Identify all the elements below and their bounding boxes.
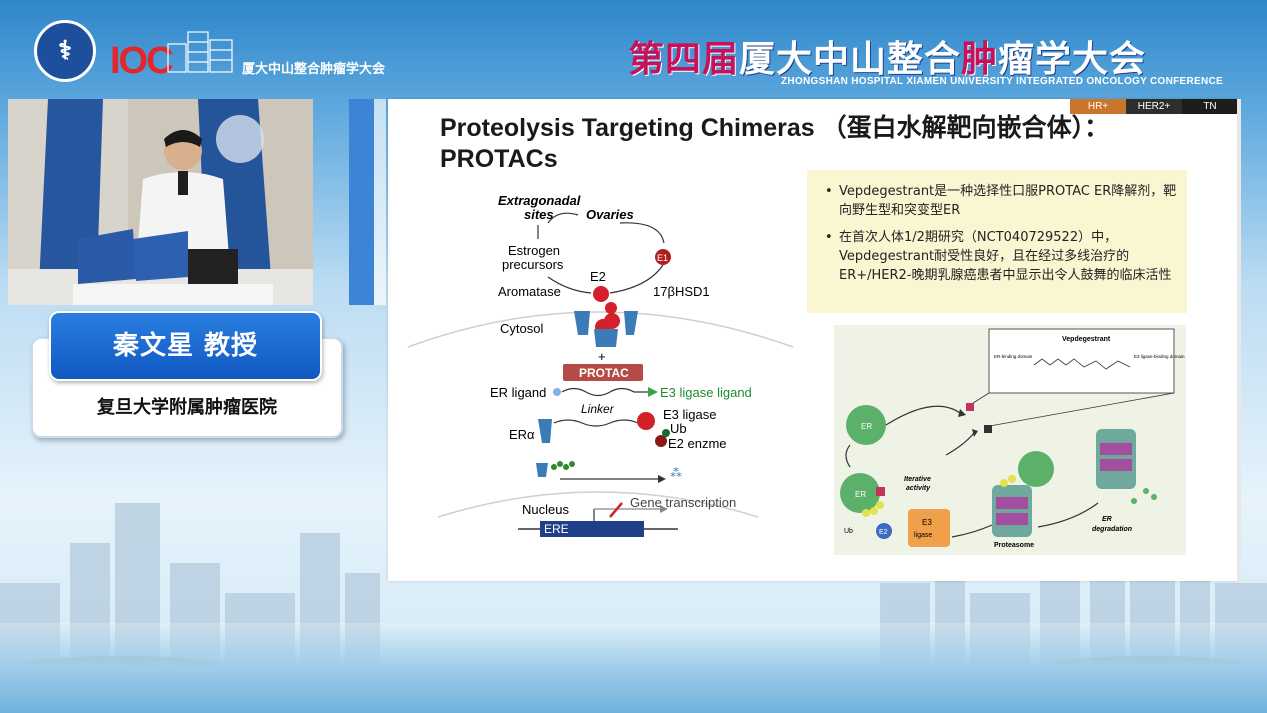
speaker-video — [8, 99, 313, 305]
e1-molecule — [655, 249, 671, 265]
label-extragonadal: Extragonadal — [498, 193, 581, 208]
video-side-panel — [349, 99, 374, 305]
label-proteasome: Proteasome — [994, 542, 1034, 549]
presentation-slide: HR+ HER2+ TN Proteolysis Targeting Chime… — [388, 99, 1238, 581]
label-er-top: ER — [861, 422, 872, 431]
e3-ligase-molecule — [637, 412, 655, 430]
protac-molecule-icon — [966, 403, 974, 411]
e2-icon — [876, 523, 892, 539]
label-er-degradation-1: ER — [1102, 516, 1112, 523]
conference-title-main: 厦大中山整合 — [739, 38, 962, 80]
ioc-logo: IOC — [110, 40, 174, 82]
label-ere: ERE — [544, 522, 569, 536]
label-iterative: Iterative — [904, 476, 931, 483]
bullet-item: Vepdegestrant是一种选择性口服PROTAC ER降解剂，靶向野生型和… — [817, 182, 1177, 220]
ere-box — [540, 521, 644, 537]
proteasome-icon — [992, 475, 1032, 537]
label-aromatase: Aromatase — [498, 284, 561, 299]
protac-mechanism-diagram: Extragonadal sites Ovaries Estrogen prec… — [407, 193, 794, 537]
label-estrogen: Estrogen — [508, 243, 560, 258]
label-e1: E1 — [657, 253, 668, 263]
summary-bullets: Vepdegestrant是一种选择性口服PROTAC ER降解剂，靶向野生型和… — [807, 170, 1187, 313]
sea-background — [0, 623, 1267, 713]
label-gene-transcription: Gene transcription — [630, 495, 736, 510]
label-ub: Ub — [844, 528, 853, 535]
er-degradation-diagram: Vepdegestrant ER-binding domain E3 ligas… — [834, 325, 1186, 555]
hospital-building-icon — [167, 31, 233, 73]
tag-her2-positive: HER2+ — [1126, 99, 1182, 114]
speaker-name: 秦文星 教授 — [49, 311, 322, 381]
label-e3-right: E3 — [922, 518, 932, 527]
label-er-ligand: ER ligand — [490, 385, 546, 400]
subtype-tags: HR+ HER2+ TN — [1070, 99, 1238, 114]
slide-title: Proteolysis Targeting Chimeras （蛋白水解靶向嵌合… — [440, 113, 1200, 175]
hospital-name: 厦大中山整合肿瘤学大会 — [242, 62, 386, 77]
label-nucleus: Nucleus — [522, 502, 569, 517]
label-precursors: precursors — [502, 257, 564, 272]
label-er-bound: ER — [855, 490, 866, 499]
label-er-binding-domain: ER-binding domain — [994, 354, 1033, 359]
label-e2-enzyme: E2 enzme — [668, 436, 727, 451]
e3-ligase-block — [908, 509, 950, 547]
label-e3-ligase-ligand: E3 ligase ligand — [660, 385, 752, 400]
speaker-video-frame — [8, 99, 313, 305]
er-receptor-shape — [574, 311, 590, 335]
conference-subtitle: ZHONGSHAN HOSPITAL XIAMEN UNIVERSITY INT… — [781, 76, 1223, 87]
vepdegestrant-structure-box — [988, 328, 1175, 394]
university-emblem-icon: ⚕ — [34, 20, 96, 82]
label-vepdegestrant: Vepdegestrant — [1062, 336, 1111, 343]
slide-scroll-edge — [1237, 99, 1241, 581]
video-side-panel-edge — [374, 99, 386, 305]
conference-header: ⚕ IOC 厦大中山整合肿瘤学大会 第四届厦大中山整合肿瘤学大会 ZHONGSH… — [0, 0, 1267, 96]
slide-title-line1: Proteolysis Targeting Chimeras （蛋白水解靶向嵌合… — [440, 114, 1110, 142]
label-ligase-right: ligase — [914, 532, 932, 539]
tag-hr-positive: HR+ — [1070, 99, 1126, 114]
label-sites: sites — [524, 207, 554, 222]
conference-title-accent: 肿 — [961, 38, 999, 80]
label-17bhsd1: 17βHSD1 — [653, 284, 710, 299]
svg-text:⁂: ⁂ — [670, 466, 682, 480]
label-cytosol: Cytosol — [500, 321, 543, 336]
label-protac: PROTAC — [579, 366, 629, 380]
label-activity: activity — [906, 485, 931, 492]
speaker-affiliation: 复旦大学附属肿瘤医院 — [97, 397, 277, 418]
conference-title: 第四届厦大中山整合肿瘤学大会 — [628, 30, 1146, 82]
tag-triple-negative: TN — [1182, 99, 1238, 114]
er-protein-top — [846, 405, 886, 445]
label-e3-ligase: E3 ligase — [663, 407, 716, 422]
e2-molecule — [593, 286, 609, 302]
label-e3-binding-domain: E3 ligase-binding domain — [1134, 354, 1185, 359]
conference-title-suffix: 瘤学大会 — [998, 38, 1147, 80]
label-er-degradation-2: degradation — [1092, 526, 1132, 533]
conference-title-prefix: 第四届 — [628, 38, 740, 80]
bullet-item: 在首次人体1/2期研究（NCT040729522）中，Vepdegestrant… — [817, 228, 1177, 285]
label-ovaries: Ovaries — [586, 207, 634, 222]
label-e2: E2 — [590, 269, 606, 284]
label-plus: + — [598, 349, 606, 364]
slide-title-line2: PROTACs — [440, 145, 558, 173]
label-e2-right: E2 — [879, 529, 888, 536]
label-ub: Ub — [670, 421, 687, 436]
label-er-alpha: ERα — [509, 427, 535, 442]
er-protein-bound — [840, 473, 880, 513]
protac-box — [563, 364, 643, 381]
label-linker: Linker — [581, 402, 615, 416]
